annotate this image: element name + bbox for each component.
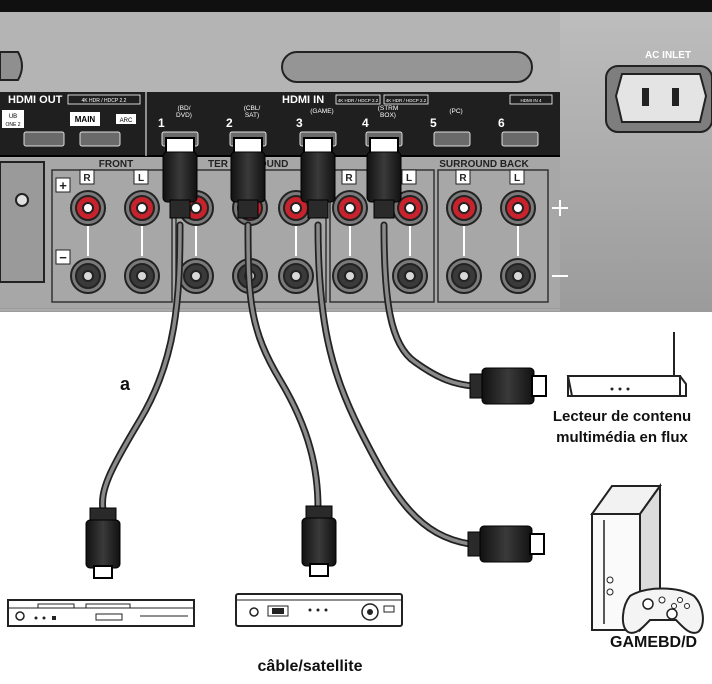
- hdmi-in-spec-1: 4K HDR / HDCP 2.2: [338, 98, 379, 103]
- hdmi-out-zone-label: ONE 2: [5, 122, 20, 128]
- surround-back-r-label: R: [459, 173, 467, 184]
- minus-sign: −: [59, 250, 67, 265]
- binding-post-minus: [332, 258, 368, 294]
- hdmi-out-title: HDMI OUT: [8, 94, 63, 106]
- streaming-caption-line2: multimédia en flux: [556, 429, 688, 446]
- hdmi-in-port-5: 5 (PC): [430, 108, 471, 147]
- streaming-caption-line1: Lecteur de contenu: [552, 408, 692, 425]
- surround-header: ROUND: [252, 159, 289, 170]
- hdmi-in-port-source-label: (STRM: [378, 105, 399, 112]
- hdmi-in-port-number: 3: [296, 116, 303, 130]
- binding-post-plus: [392, 190, 428, 226]
- hdmi-out-spec: 4K HDR / HDCP 2.2: [82, 98, 127, 104]
- binding-post-minus: [500, 258, 536, 294]
- hdmi-in-port-number: 5: [430, 116, 437, 130]
- center-header: TER: [208, 159, 229, 170]
- streaming-device: [566, 332, 687, 397]
- receiver-plug-1: [162, 137, 198, 219]
- plus-sign: +: [59, 178, 67, 193]
- hdmi-out-main-port: [79, 131, 121, 147]
- hdmi-in-port-source-label: DVD): [176, 112, 192, 119]
- surround-back-header: SURROUND BACK: [439, 159, 529, 170]
- height-r-label: R: [345, 173, 353, 184]
- binding-post-minus: [392, 258, 428, 294]
- antenna: [281, 51, 533, 83]
- height-l-label: L: [406, 173, 412, 184]
- surround-back-l-label: L: [514, 173, 520, 184]
- hdmi-out-main-label: MAIN: [75, 115, 96, 124]
- hdmi-out-sub-label: UB: [9, 114, 17, 120]
- hdmi-in-port-number: 2: [226, 116, 233, 130]
- hdmi-in-spec-2: 4K HDR / HDCP 2.2: [386, 98, 427, 103]
- hdmi-in-port-source-label: BOX): [380, 112, 396, 119]
- binding-post-minus: [178, 258, 214, 294]
- binding-post-plus: [500, 190, 536, 226]
- plug-bd-dvd: [85, 507, 121, 579]
- speaker-terminals: FRONT TER ROUND SURROUND BACK + − R L R …: [0, 158, 568, 308]
- binding-post-minus: [124, 258, 160, 294]
- receiver-plug-2: [230, 137, 266, 219]
- hdmi-in-port-source-label: (BD/: [178, 105, 191, 112]
- hdmi-in-port-6: 6: [498, 116, 539, 147]
- game-caption: GAMEBD/D: [610, 634, 698, 651]
- plug-cbl-sat: [301, 505, 337, 577]
- cable-cbl-sat: [244, 221, 322, 512]
- binding-post-plus: [70, 190, 106, 226]
- binding-post-plus: [332, 190, 368, 226]
- hdmi-in-port-source-label: (CBL/: [244, 105, 261, 112]
- hdmi-out-sub-port: [23, 131, 65, 147]
- receiver-back-panel: AC INLET HDMI OUT 4K HDR / HDCP 2.2 UB O…: [0, 0, 712, 312]
- receiver-plug-4: [366, 137, 402, 219]
- hdmi-out-arc-label: ARC: [120, 118, 133, 124]
- hdmi-in-port-source-label: SAT): [245, 112, 259, 119]
- hdmi-cables: [85, 137, 547, 579]
- cable-label: a: [120, 374, 131, 394]
- binding-post-minus: [446, 258, 482, 294]
- cable-bd-dvd: [99, 221, 184, 514]
- hdmi-in-port-source-label: (GAME): [310, 108, 333, 115]
- binding-post-plus: [446, 190, 482, 226]
- binding-post-minus: [70, 258, 106, 294]
- front-header: FRONT: [99, 159, 133, 170]
- streaming-device-caption: Lecteur de contenu multimédia en flux: [532, 408, 712, 446]
- hdmi-out-section: HDMI OUT 4K HDR / HDCP 2.2 UB ONE 2 MAIN…: [2, 92, 147, 156]
- binding-post-plus: [124, 190, 160, 226]
- plug-game: [467, 525, 545, 563]
- front-r-label: R: [83, 173, 91, 184]
- hdmi-socket: [501, 131, 539, 147]
- receiver-plug-3: [300, 137, 336, 219]
- ac-inlet-label: AC INLET: [645, 50, 691, 61]
- hdmi-in-port-number: 6: [498, 116, 505, 130]
- bd-dvd-player: [7, 599, 195, 627]
- cable-sat-caption: câble/satellite: [257, 658, 363, 675]
- hdmi-in-spec-3: HDMI IN 4: [520, 98, 541, 103]
- front-l-label: L: [138, 173, 144, 184]
- cable-satellite-box: [235, 593, 403, 627]
- cable-game: [314, 221, 474, 548]
- hdmi-in-port-number: 1: [158, 116, 165, 130]
- hdmi-socket: [433, 131, 471, 147]
- hdmi-in-port-number: 4: [362, 116, 369, 130]
- hdmi-in-title: HDMI IN: [282, 94, 324, 106]
- plug-strm-box: [469, 367, 547, 405]
- ac-inlet: AC INLET: [605, 50, 712, 133]
- binding-post-minus: [278, 258, 314, 294]
- cable-strm-box: [380, 221, 476, 390]
- hdmi-in-port-source-label: (PC): [449, 108, 462, 115]
- game-controller: [622, 587, 704, 634]
